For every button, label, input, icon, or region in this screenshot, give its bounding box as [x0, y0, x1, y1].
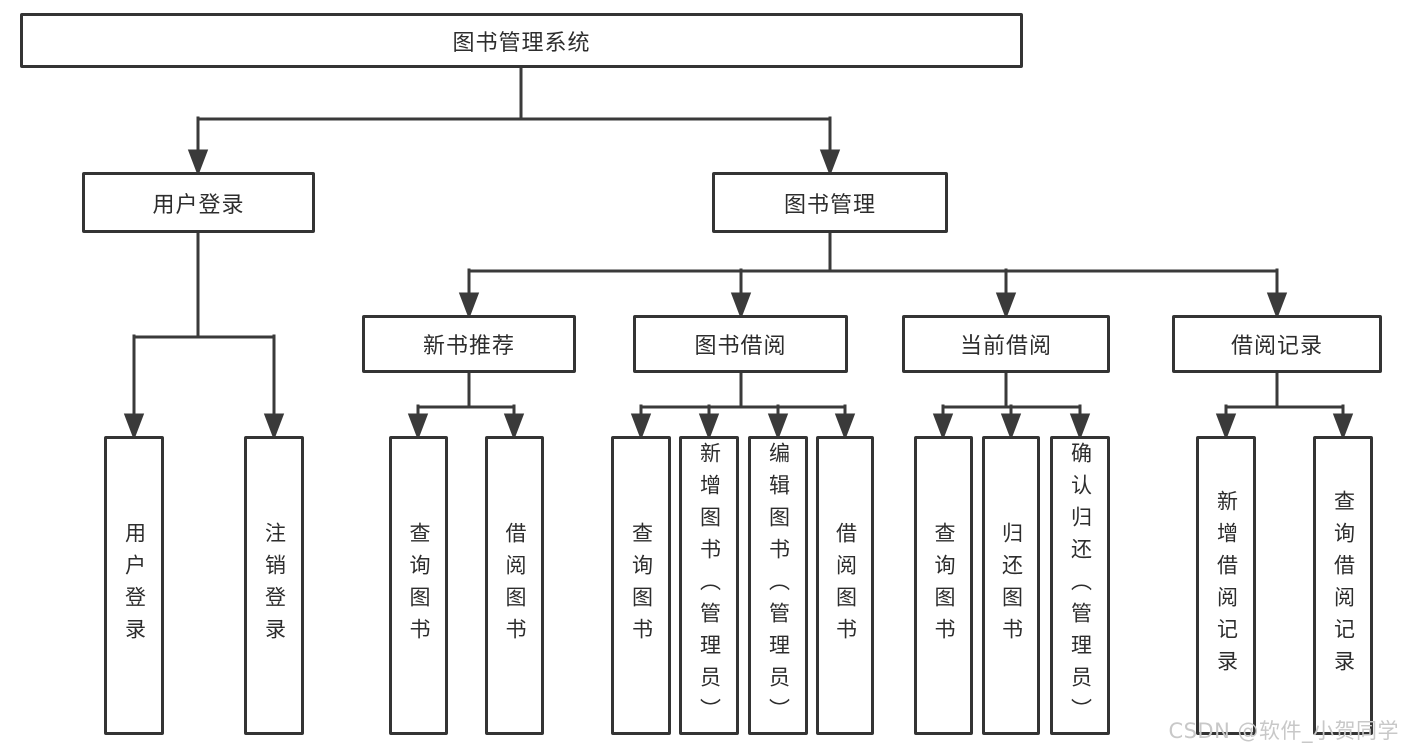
arrowhead [123, 413, 145, 441]
leaf-query-borrow-record: 查询借阅记录 [1313, 436, 1373, 735]
leaf-borrow-books: 借阅图书 [816, 436, 874, 735]
connector-current-borrowing-children [932, 371, 1091, 441]
leaf-label: 新增借阅记录 [1214, 489, 1239, 682]
csdn-watermark: CSDN @软件_小贺同学 [1168, 719, 1399, 743]
arrowhead [263, 413, 285, 441]
connector-new-book-recommend-children [407, 371, 525, 441]
leaf-label: 查询图书 [629, 521, 654, 650]
leaf-query-books: 查询图书 [914, 436, 973, 735]
arrowhead [1215, 413, 1237, 441]
arrowhead [834, 413, 856, 441]
arrowhead [1266, 292, 1288, 320]
leaf-confirm-return-admin: 确认归还（管理员） [1050, 436, 1110, 735]
leaf-label: 确认归还（管理员） [1068, 441, 1093, 730]
arrowhead [698, 413, 720, 441]
connector-root-to-level2 [187, 66, 841, 177]
leaf-logout: 注销登录 [244, 436, 304, 735]
node-current-borrowing: 当前借阅 [902, 315, 1110, 373]
leaf-label: 编辑图书（管理员） [766, 441, 791, 730]
arrowhead [1069, 413, 1091, 441]
leaf-label: 查询借阅记录 [1331, 489, 1356, 682]
leaf-user-login: 用户登录 [104, 436, 164, 735]
leaf-add-book-admin: 新增图书（管理员） [679, 436, 739, 735]
leaf-label: 查询图书 [407, 521, 431, 650]
node-library-management-system: 图书管理系统 [20, 13, 1023, 68]
leaf-label: 注销登录 [262, 521, 287, 650]
leaf-add-borrow-record: 新增借阅记录 [1196, 436, 1256, 735]
connector-user-login-children [123, 231, 285, 441]
node-new-book-recommend: 新书推荐 [362, 315, 576, 373]
node-book-borrowing: 图书借阅 [633, 315, 848, 373]
arrowhead [819, 149, 841, 177]
node-user-login: 用户登录 [82, 172, 315, 233]
node-borrowing-records: 借阅记录 [1172, 315, 1382, 373]
connector-book-management-children [458, 231, 1288, 320]
node-book-management: 图书管理 [712, 172, 948, 233]
arrowhead [932, 413, 954, 441]
leaf-return-books: 归还图书 [982, 436, 1040, 735]
leaf-query-books: 查询图书 [611, 436, 671, 735]
arrowhead [1332, 413, 1354, 441]
arrowhead [503, 413, 525, 441]
leaf-label: 借阅图书 [833, 521, 858, 650]
arrowhead [767, 413, 789, 441]
leaf-label: 查询图书 [932, 521, 956, 650]
leaf-borrow-books: 借阅图书 [485, 436, 544, 735]
leaf-label: 借阅图书 [503, 521, 527, 650]
leaf-query-books: 查询图书 [389, 436, 448, 735]
arrowhead [995, 292, 1017, 320]
arrowhead [730, 292, 752, 320]
arrowhead [458, 292, 480, 320]
leaf-label: 归还图书 [999, 521, 1024, 650]
connector-book-borrowing-children [630, 371, 856, 441]
leaf-edit-book-admin: 编辑图书（管理员） [748, 436, 808, 735]
arrowhead [1000, 413, 1022, 441]
arrowhead [187, 149, 209, 177]
arrowhead [630, 413, 652, 441]
connector-borrowing-records-children [1215, 371, 1354, 441]
leaf-label: 新增图书（管理员） [697, 441, 722, 730]
leaf-label: 用户登录 [122, 521, 147, 650]
arrowhead [407, 413, 429, 441]
